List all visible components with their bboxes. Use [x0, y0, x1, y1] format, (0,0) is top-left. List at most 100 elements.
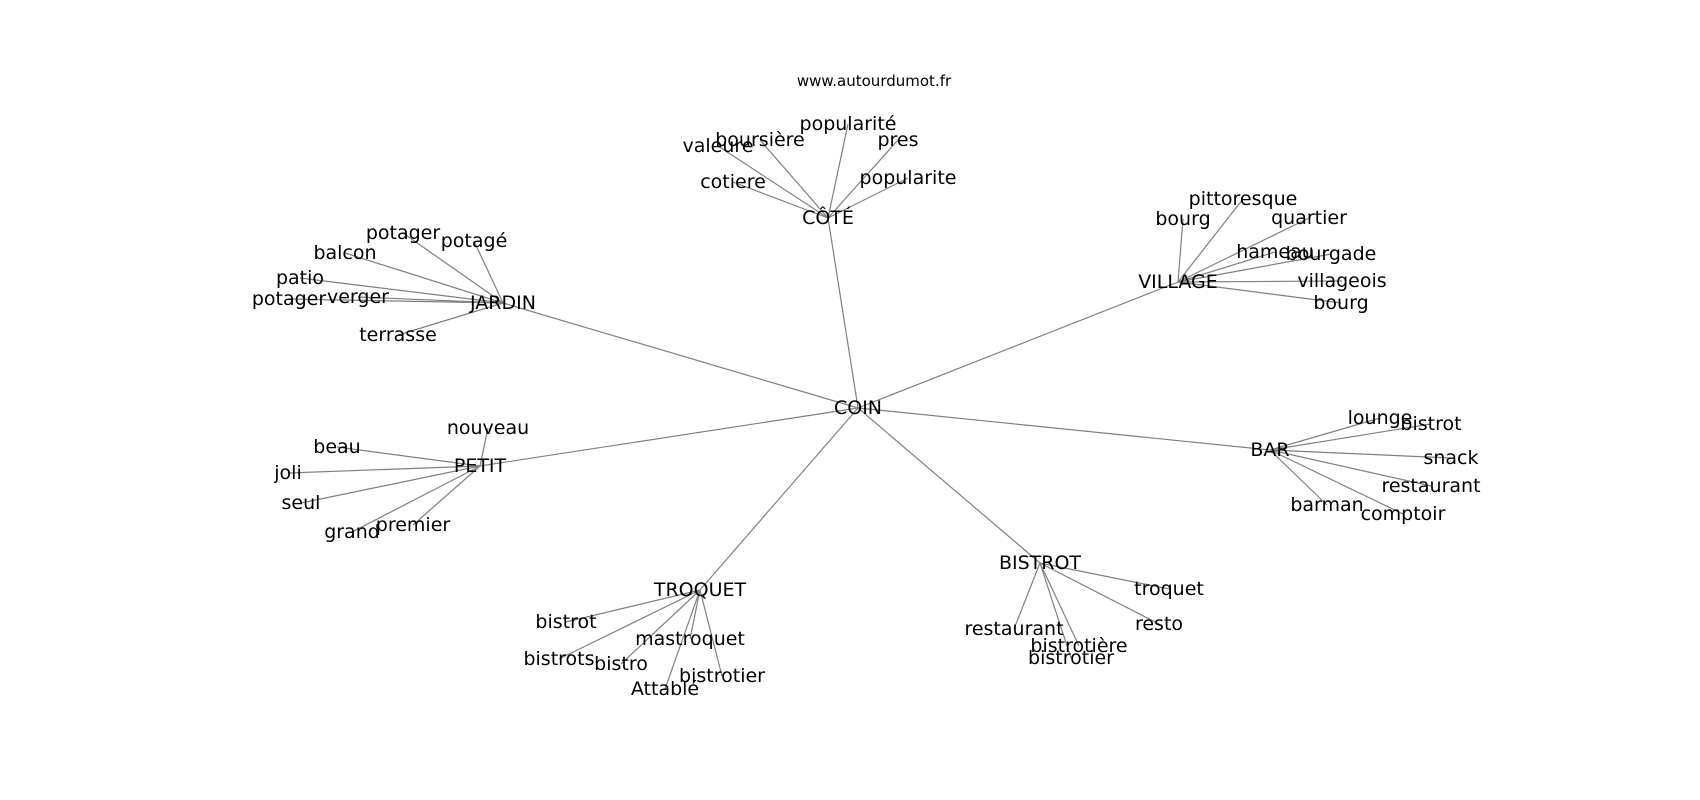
edge-hub-word [1269, 449, 1328, 506]
word-node: bistrotier [679, 665, 765, 687]
edge-hub-word [664, 589, 701, 690]
edge-center-hub [857, 407, 1271, 451]
word-node: bistrotier [1028, 647, 1114, 669]
word-node: bourg [1155, 208, 1210, 230]
edge-hub-word [827, 177, 909, 219]
edge-hub-word [1177, 217, 1310, 283]
edge-hub-word [620, 589, 701, 665]
word-node: lounge [1348, 407, 1413, 429]
edge-hub-word [402, 232, 504, 304]
edge-center-hub [827, 217, 859, 409]
edge-hub-word [732, 181, 829, 219]
word-node: bourgade [1286, 243, 1377, 265]
edge-hub-word [1177, 251, 1276, 283]
edge-hub-word [1269, 449, 1404, 515]
word-node: popularite [860, 167, 957, 189]
word-node: valeure [683, 135, 754, 157]
word-node: troquet [1134, 578, 1204, 600]
word-node: premier [376, 514, 451, 536]
edge-hub-word [759, 139, 829, 219]
hub-node: PETIT [454, 455, 507, 477]
word-node: potagé [441, 230, 508, 252]
word-node: bistrot [1400, 413, 1461, 435]
word-node: beau [313, 436, 360, 458]
word-node: balcon [313, 242, 376, 264]
word-node: terrasse [359, 324, 437, 346]
word-node: Attablé [631, 678, 699, 700]
hub-node: TROQUET [653, 579, 747, 601]
edge-hub-word [1039, 562, 1072, 659]
edge-hub-word [565, 589, 701, 623]
edge-hub-word [1039, 562, 1170, 590]
edge-hub-word [1269, 417, 1381, 451]
edge-center-hub [857, 407, 1041, 564]
word-node: potager [366, 222, 441, 244]
word-node: resto [1135, 613, 1183, 635]
edge-hub-word [479, 427, 489, 467]
edge-hub-word [1039, 562, 1160, 625]
edge-hub-word [1269, 423, 1432, 451]
edge-hub-word [473, 240, 504, 304]
edge-hub-word [351, 465, 481, 533]
edge-hub-word [689, 589, 701, 640]
word-node: comptoir [1361, 503, 1446, 525]
word-node: bistrot [535, 611, 596, 633]
word-node: bistro [594, 653, 648, 675]
word-node: verger [327, 286, 389, 308]
edges [287, 123, 1452, 690]
word-node: quartier [1271, 207, 1347, 229]
edge-hub-word [1013, 562, 1041, 630]
word-node: hameau [1236, 241, 1314, 263]
edge-hub-word [699, 589, 723, 677]
edge-hub-word [412, 465, 481, 526]
word-node: grand [324, 521, 380, 543]
edge-center-hub [502, 302, 859, 409]
edge-hub-word [288, 298, 504, 304]
edge-hub-word [1177, 280, 1343, 283]
edge-hub-word [287, 465, 481, 474]
hub-node: BAR [1250, 439, 1289, 461]
edge-hub-word [1039, 562, 1080, 647]
word-node: pittoresque [1189, 188, 1298, 210]
word-node: pres [877, 129, 918, 151]
edge-hub-word [827, 123, 849, 219]
word-node: cotiere [700, 171, 766, 193]
word-node: boursière [715, 129, 805, 151]
word-node: seul [282, 492, 321, 514]
edge-hub-word [1177, 253, 1332, 283]
edge-hub-word [717, 145, 829, 219]
word-node: restaurant [964, 618, 1063, 640]
word-node: potager [252, 288, 327, 310]
edge-hub-word [1177, 281, 1342, 304]
word-node: bistrotière [1030, 635, 1127, 657]
word-node: mastroquet [635, 628, 745, 650]
word-node: joli [273, 462, 301, 484]
word-node: patio [276, 267, 324, 289]
edge-hub-word [397, 302, 504, 336]
edge-hub-word [300, 465, 481, 504]
hub-node: JARDIN [469, 292, 536, 314]
center-node: COIN [834, 397, 882, 419]
source-url: www.autourdumot.fr [796, 72, 952, 90]
word-node: snack [1423, 447, 1478, 469]
edge-center-hub [479, 407, 859, 467]
edge-hub-word [1177, 198, 1244, 283]
edge-hub-word [1177, 218, 1184, 283]
edge-hub-word [1269, 449, 1452, 459]
hub-node: BISTROT [999, 552, 1081, 574]
word-node: popularité [800, 113, 897, 135]
edge-center-hub [857, 281, 1179, 409]
edge-center-hub [699, 407, 859, 591]
hub-node: CÔTÉ [802, 205, 854, 229]
word-node: bourg [1313, 292, 1368, 314]
word-node: bistrots [523, 648, 594, 670]
word-node: villageois [1297, 270, 1386, 292]
edge-hub-word [344, 252, 504, 304]
edge-hub-word [558, 589, 701, 660]
edge-hub-word [1269, 449, 1432, 487]
word-node: nouveau [447, 417, 529, 439]
edge-hub-word [299, 277, 504, 304]
word-node: barman [1290, 494, 1363, 516]
